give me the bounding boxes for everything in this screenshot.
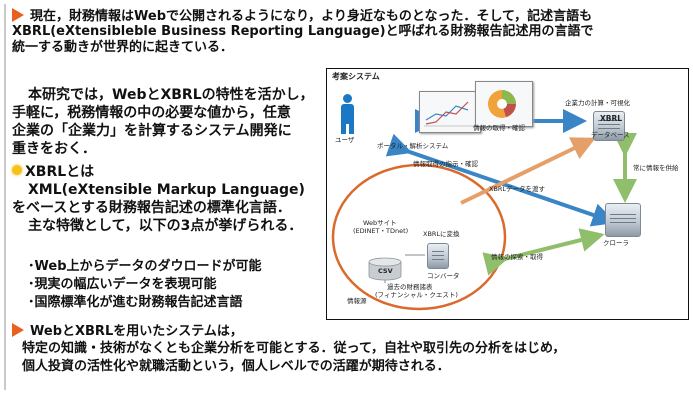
feature-1: ･Web上からデータのダウロードが可能	[28, 259, 262, 274]
csv-database-icon	[368, 257, 402, 281]
xbrl-line-1: XML(eXtensible Markup Language)	[28, 182, 305, 198]
past-label-bottom: (フィナンシャル・クエスト)	[375, 291, 458, 299]
xbrl-heading: XBRLとは	[12, 163, 94, 181]
feature-2: ･現実の幅広いデータを表現可能	[28, 277, 217, 292]
website-label-top: Webサイト	[363, 219, 397, 227]
system-title: 考案システム	[332, 72, 380, 81]
supply-label: 常に情報を供給	[633, 164, 679, 172]
website-label-bottom: (EDINET・TDnet)	[353, 227, 409, 235]
triangle-icon	[12, 8, 24, 22]
pass-label: XBRLデータを渡す	[489, 185, 546, 193]
pass-arrow	[460, 137, 596, 205]
acquire-label: 情報の取得・確認	[473, 124, 525, 132]
past-label-top: 過去の財務諸表	[387, 283, 433, 291]
portal-label: ポータル・解析システム	[377, 142, 449, 150]
xbrl-line-3: 主な特徴として，以下の3点が挙げられる．	[28, 218, 303, 234]
pie-chart-screen-icon	[475, 81, 533, 127]
csv-label: CSV	[378, 267, 393, 275]
xbrl-db-label-top: XBRL	[600, 114, 623, 123]
xbrl-database-server-icon	[593, 111, 625, 141]
intro-line-1: 現在，財務情報はWebで公開されるようになり，より身近なものとなった．そして，記…	[12, 8, 592, 25]
calc-label: 企業力の計算・可視化	[565, 99, 630, 107]
research-line-4: 重きをおく．	[12, 141, 96, 157]
research-line-1: 本研究では，WebとXBRLの特性を活かし，	[28, 87, 314, 103]
conclusion-line-2: 特定の知識・技術がなくとも企業分析を可能とする．従って，自社や取引先の分析をはじ…	[22, 341, 566, 356]
converter-label: コンバータ	[427, 272, 460, 280]
explore-arrow	[482, 228, 605, 276]
system-diagram: 考案システム ユーザ ポータル・解析システム 企業力の計算・可視化 XBRL デ…	[326, 68, 689, 320]
feature-3: ･国際標準化が進む財務報告記述言語	[28, 295, 243, 310]
lightbulb-icon	[12, 165, 22, 175]
user-label: ユーザ	[335, 136, 355, 144]
instruct-label: 情報取得の指示・確認	[413, 160, 478, 168]
explore-label: 情報の探索・取得	[491, 253, 543, 261]
convert-label: XBRLに変換	[423, 230, 460, 238]
crawler-server-icon	[605, 203, 641, 237]
crawler-label: クローラ	[603, 239, 629, 247]
xbrl-line-2: をベースとする財務報告記述の標準化言語．	[12, 200, 291, 216]
research-line-3: 企業の「企業力」を計算するシステム開発に	[12, 123, 292, 139]
intro-line-3: 統一する動きが世界的に起きている．	[12, 40, 234, 55]
intro-line-2: XBRL(eXtensibleble Business Reporting La…	[12, 24, 594, 39]
conclusion-line-1: WebとXBRLを用いたシステムは，	[12, 323, 243, 340]
left-rule	[4, 4, 6, 390]
source-label: 情報源	[347, 297, 367, 305]
line-chart-screen-icon	[419, 91, 481, 133]
research-line-2: 手軽に，税務情報の中の必要な値から，任意	[12, 105, 291, 121]
converter-icon	[427, 243, 449, 269]
triangle-icon	[12, 323, 24, 337]
diagram-arrows	[331, 109, 637, 311]
xbrl-db-label-bottom: データベース	[591, 131, 630, 139]
conclusion-line-3: 個人投資の活性化や就職活動という，個人レベルでの活躍が期待される．	[22, 359, 450, 374]
